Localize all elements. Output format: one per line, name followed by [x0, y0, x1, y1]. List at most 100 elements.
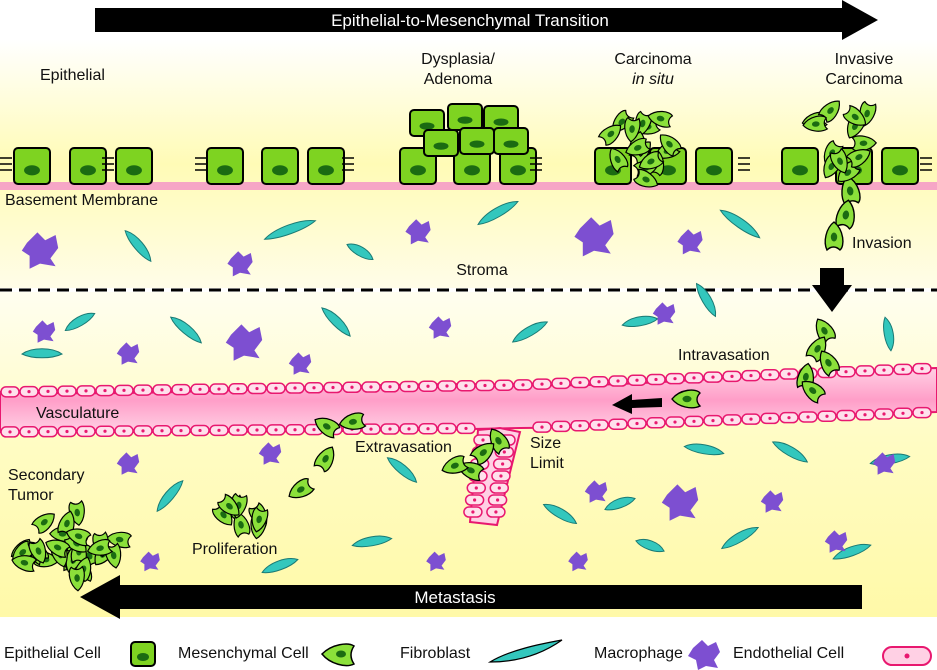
- basement-membrane-label: Basement Membrane: [5, 192, 158, 209]
- endothelial-cell: [114, 425, 134, 437]
- endothelial-cell: [627, 374, 647, 386]
- legend-endothelial-label: Endothelial Cell: [733, 645, 844, 662]
- epithelium-cells: [0, 103, 932, 185]
- endothelial-cell: [855, 409, 875, 421]
- mesenchymal-cell: [441, 455, 470, 474]
- mesenchymal-cell: [28, 537, 47, 564]
- basement-membrane: [0, 182, 937, 190]
- epithelial-cell: [695, 147, 733, 185]
- size-limit-line2: Limit: [530, 455, 564, 472]
- macrophage: [225, 324, 263, 361]
- endothelial-cell: [19, 426, 39, 438]
- stage-invasive-line1: Invasive: [835, 51, 894, 68]
- endothelial-cell: [684, 372, 704, 384]
- stage-dysplasia-line1: Dysplasia/: [421, 51, 495, 68]
- epithelial-cell: [13, 147, 51, 185]
- endothelial-cell: [323, 381, 343, 394]
- endothelial-cell: [76, 425, 96, 438]
- endothelial-cell: [684, 415, 704, 428]
- endothelial-cell: [665, 372, 685, 385]
- mesenchymal-cell: [338, 412, 367, 430]
- endothelial-cell: [247, 424, 267, 436]
- endothelial-cell: [38, 425, 58, 438]
- mesenchymal-cell: [65, 528, 92, 547]
- legend-fibroblast-icon: [487, 639, 563, 663]
- mesenchymal-cell: [842, 104, 867, 126]
- macrophage: [652, 302, 676, 325]
- endothelial-cell: [494, 379, 514, 391]
- endothelial-cell: [19, 385, 39, 398]
- mesenchymal-cell: [31, 513, 55, 534]
- endothelial-cell: [38, 385, 58, 398]
- carcinoma-in-situ-cluster: [597, 109, 682, 188]
- fibroblast: [261, 558, 299, 574]
- legend-macrophage-label: Macrophage: [594, 645, 683, 662]
- mesenchymal-cell: [638, 151, 665, 170]
- macrophage: [661, 484, 699, 521]
- epithelial-cell: [423, 129, 459, 157]
- endothelial-cell: [114, 384, 134, 397]
- fibroblast: [321, 307, 351, 337]
- endothelial-cell: [209, 383, 229, 395]
- stage-carcinoma-line2: in situ: [632, 71, 674, 88]
- fibroblast: [263, 220, 317, 240]
- fibroblast: [21, 348, 63, 359]
- endothelial-cell: [665, 416, 685, 428]
- endothelial-cell: [418, 380, 438, 392]
- endothelial-cell: [722, 414, 742, 426]
- endothelial-cell: [551, 420, 571, 433]
- macrophages: [21, 217, 896, 572]
- secondary-tumor-line2: Tumor: [8, 487, 54, 504]
- mesenchymal-cell: [624, 116, 641, 143]
- fibroblast: [124, 229, 152, 263]
- intravasation-arrow: [812, 268, 852, 312]
- fibroblast: [635, 538, 665, 553]
- fibroblast: [883, 316, 895, 352]
- mesenchymal-cell: [845, 149, 871, 168]
- legend: Epithelial Cell Mesenchymal Cell Fibrobl…: [4, 639, 932, 670]
- endothelial-cell: [0, 386, 20, 398]
- endothelial-cell: [893, 407, 913, 420]
- macrophage: [140, 551, 160, 572]
- endothelial-cell: [489, 482, 510, 494]
- macrophage: [116, 452, 140, 475]
- endothelial-cell: [551, 377, 571, 390]
- metastasis-arrow-label: Metastasis: [414, 588, 495, 607]
- endothelial-cell: [171, 424, 191, 437]
- proliferation-label: Proliferation: [192, 541, 277, 558]
- endothelial-cell: [836, 409, 856, 422]
- macrophage: [584, 480, 608, 503]
- endothelial-cell: [418, 422, 438, 435]
- mesenchymal-cell: [633, 168, 659, 188]
- macrophage: [574, 217, 614, 257]
- legend-epithelial-icon: [130, 641, 156, 667]
- mesenchymal-cell: [625, 137, 652, 156]
- endothelial-cell: [76, 385, 96, 397]
- endothelial-cell: [760, 412, 780, 425]
- tumor-clusters: [10, 100, 877, 592]
- endothelial-cell: [722, 370, 742, 383]
- endothelial-cell: [463, 506, 483, 518]
- endothelial-cell: [532, 378, 552, 390]
- fibroblast: [695, 282, 717, 318]
- endothelial-cell: [874, 408, 894, 420]
- mesenchymal-cell: [647, 110, 674, 128]
- fibroblast: [683, 443, 725, 456]
- epithelial-cell: [483, 105, 519, 133]
- mesenchymal-cell: [251, 506, 269, 533]
- stroma-label: Stroma: [456, 262, 508, 279]
- mesenchymal-cell: [314, 417, 341, 439]
- endothelial-cell: [209, 424, 229, 437]
- stage-invasive-line2: Carcinoma: [825, 71, 902, 88]
- endothelial-cell: [589, 376, 609, 388]
- legend-epithelial-label: Epithelial Cell: [4, 645, 101, 662]
- endothelial-cell: [570, 419, 590, 432]
- endothelial-cell: [380, 381, 400, 393]
- endothelial-cell: [627, 417, 647, 430]
- fibroblast: [604, 496, 636, 511]
- emt-arrow-label: Epithelial-to-Mesenchymal Transition: [331, 11, 609, 30]
- endothelial-cell: [266, 424, 286, 436]
- mesenchymal-cell: [313, 446, 335, 473]
- mesenchymal-cells: [288, 175, 861, 499]
